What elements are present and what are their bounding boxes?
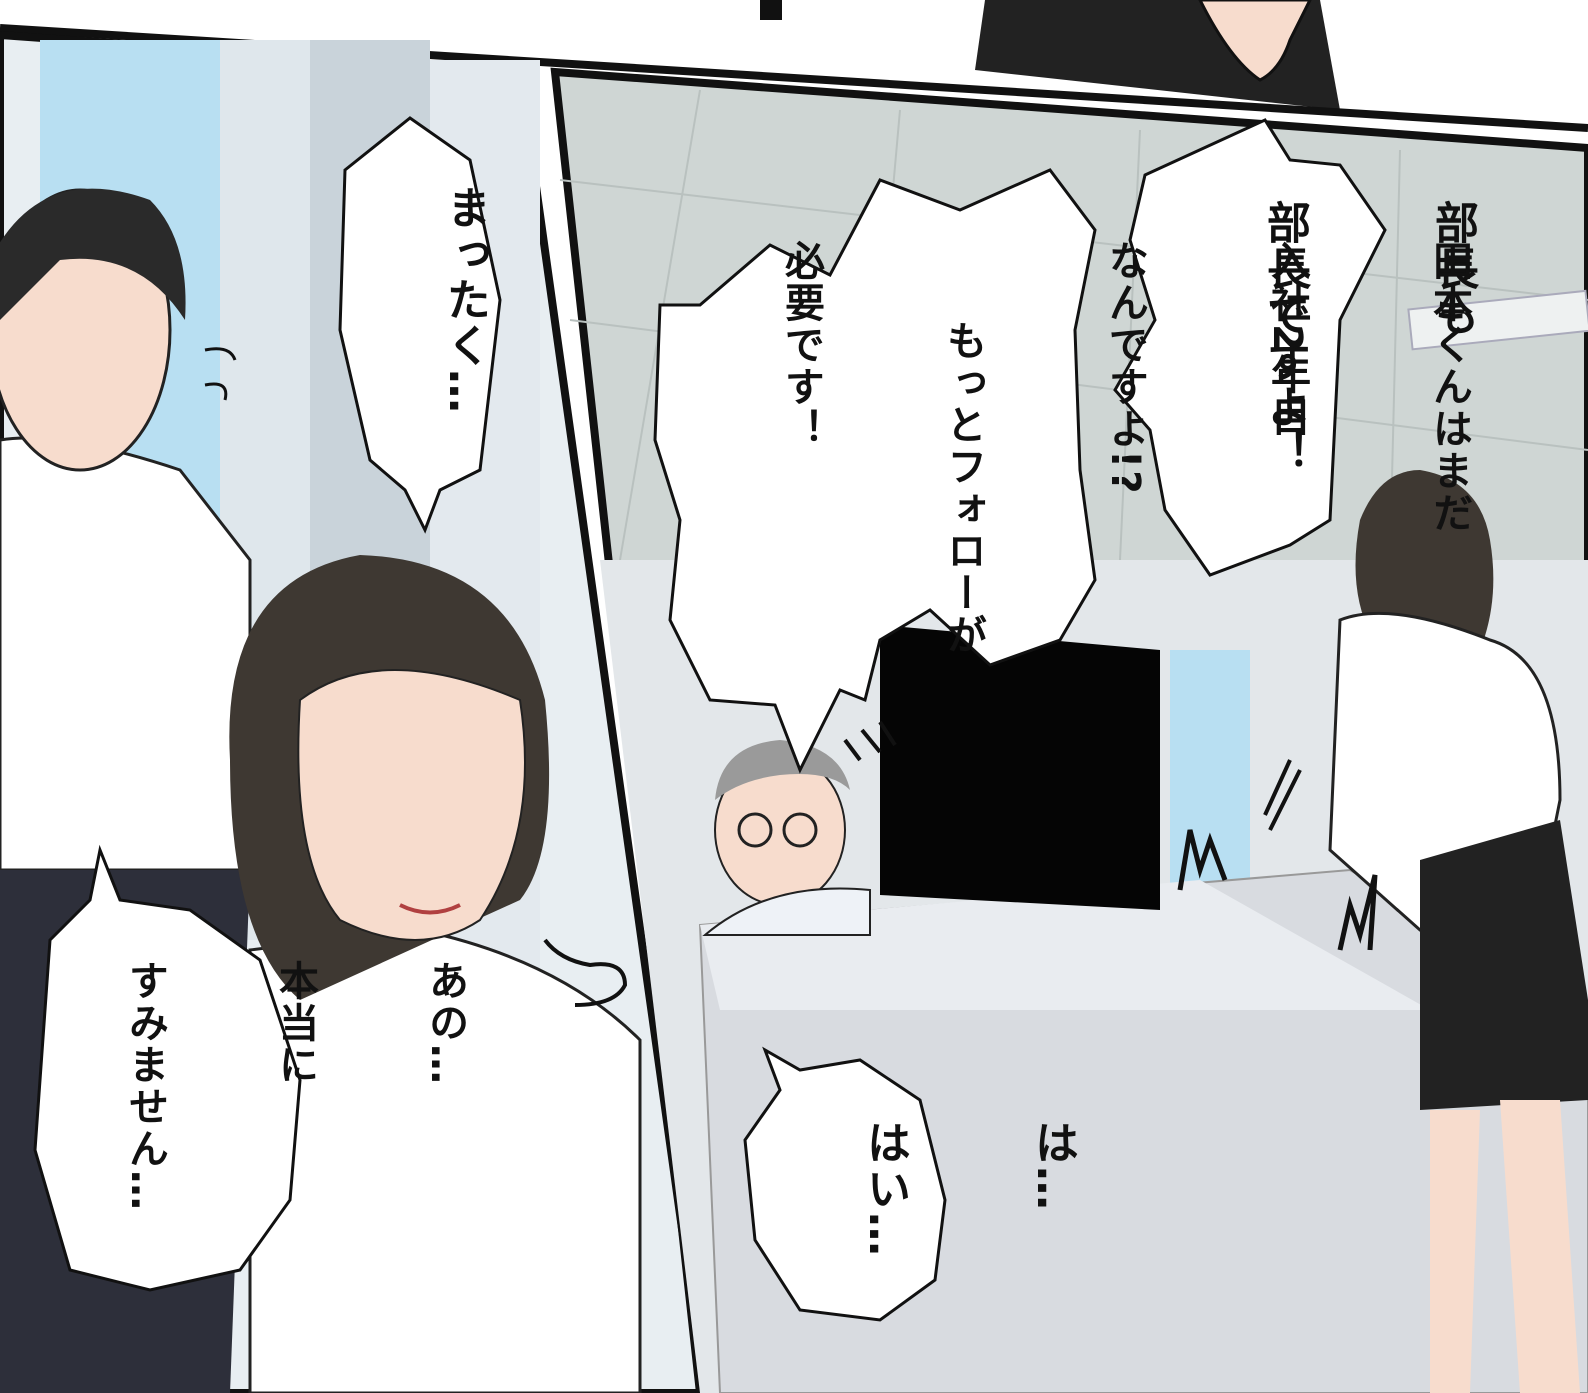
bubble-mattaku-shape [338, 116, 502, 534]
bubble-hai-shape [743, 1046, 947, 1322]
top-panel-remnant [0, 0, 1588, 130]
bubble-line: 部長ですよ！ [1259, 200, 1310, 476]
sigh-mark [543, 938, 628, 1007]
bubble-line: なんですよ!? [1102, 240, 1148, 496]
bubble-line: は… [1027, 1120, 1078, 1212]
bubble-line: もっとフォローが [940, 320, 986, 656]
bubble-line: まったく… [439, 185, 490, 415]
bubble-line: 本当に [272, 960, 318, 1086]
bubble-tamoto-text: 田本くんはまだ 入社2年目 なんですよ!? もっとフォローが 必要です！ [720, 240, 1584, 656]
bubble-tamoto-shape [653, 168, 1097, 774]
sweat-mark [204, 347, 237, 401]
angry-mark-2 [1337, 874, 1378, 951]
bubble-ano-text: あの… 本当に すみません… [70, 960, 570, 1212]
old-man-figure [702, 740, 871, 936]
tremble-mark [843, 720, 897, 762]
bubble-line: 部長も [1427, 200, 1478, 338]
bubble-line: 入社2年目 [1264, 240, 1310, 438]
bubble-mattaku-text: まったく… [380, 185, 604, 415]
bubble-line: 必要です！ [778, 240, 824, 450]
bubble-line: あの… [422, 960, 468, 1086]
bubble-hai-text: は… はい… [800, 1120, 1192, 1258]
right-panel [550, 67, 1588, 1393]
bubble-line: すみません… [122, 960, 168, 1212]
monitor [880, 625, 1160, 910]
bubble-bucho-text: 部長も 部長ですよ！ [1200, 200, 1588, 476]
bubble-bucho-shape [1113, 118, 1387, 577]
woman-left-figure [229, 555, 642, 1393]
woman-right-figure [1328, 470, 1588, 1393]
bubble-line: 田本くんはまだ [1426, 240, 1472, 534]
bubble-ano-shape [33, 844, 302, 1292]
speed-lines [1263, 759, 1302, 831]
bubble-line: はい… [859, 1120, 910, 1258]
angry-mark-1 [1177, 829, 1228, 891]
left-panel [0, 30, 710, 1393]
